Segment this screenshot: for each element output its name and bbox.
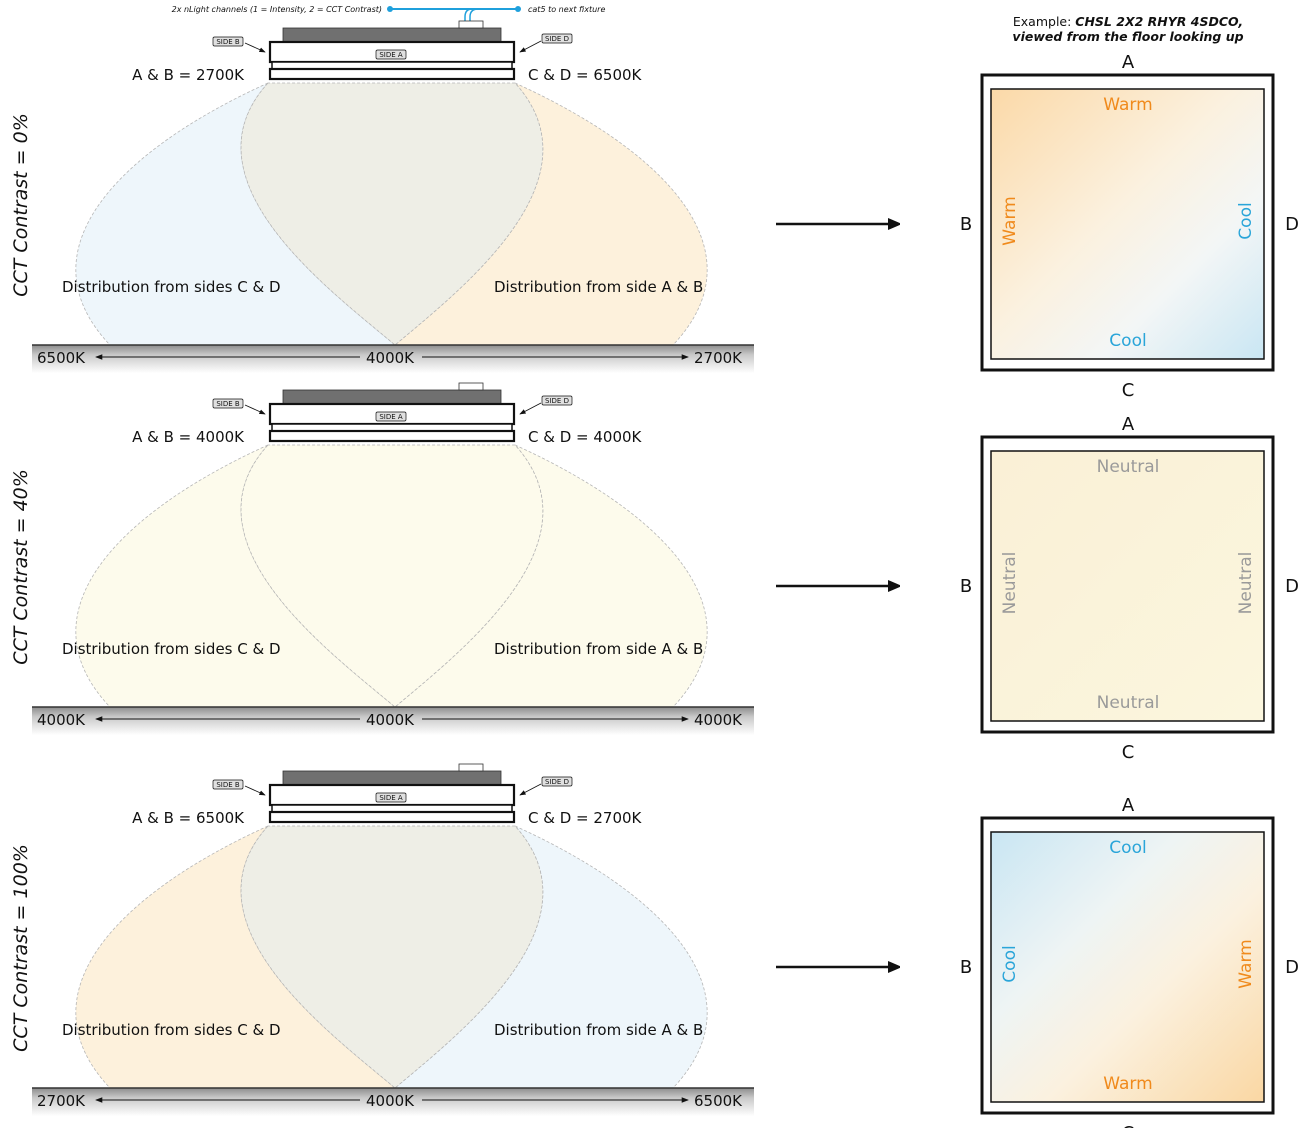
- floor-bar: 4000K 4000K 4000K: [32, 706, 754, 735]
- floor-mid-cct: 4000K: [366, 1092, 415, 1110]
- side-b-letter: B: [960, 576, 972, 597]
- side-d-tag-label: SIDE D: [545, 35, 569, 43]
- side-d-letter: D: [1285, 576, 1299, 597]
- example-prefix: Example:: [1013, 14, 1075, 29]
- side-b-tag-label: SIDE B: [216, 781, 240, 789]
- side-c-letter: C: [1122, 742, 1135, 763]
- panel-right-word: Warm: [1236, 939, 1256, 988]
- channel-header: 2x nLight channels (1 = Intensity, 2 = C…: [172, 5, 605, 26]
- side-d-tag: SIDE D: [541, 776, 573, 787]
- floor-bar: 2700K 4000K 6500K: [32, 1087, 754, 1116]
- side-a-letter: A: [1122, 52, 1135, 73]
- panel-right-word: Neutral: [1236, 552, 1256, 615]
- contrast-row-2: SIDE B SIDE A SIDE D A & B = 4000K C & D = 4…: [10, 382, 1299, 763]
- floor-right-cct: 4000K: [694, 711, 743, 729]
- ceiling-panel: ACBDCoolWarmCoolWarm: [960, 795, 1299, 1128]
- left-cct-label: A & B = 2700K: [132, 66, 245, 84]
- floor-left-cct: 6500K: [37, 349, 86, 367]
- panel-bottom-word: Cool: [1109, 331, 1146, 351]
- cable-end-right: [515, 6, 521, 12]
- floor-bar: 6500K 4000K 2700K: [32, 344, 754, 373]
- distribution-overlap: [240, 82, 543, 346]
- side-a-letter: A: [1122, 414, 1135, 435]
- right-cct-label: C & D = 4000K: [528, 428, 643, 446]
- example-model: CHSL 2X2 RHYR 4SDCO,: [1075, 14, 1243, 29]
- panel-light-field: [990, 831, 1265, 1103]
- panel-right-word: Cool: [1236, 202, 1256, 239]
- connector: [458, 382, 484, 391]
- right-cct-label: C & D = 2700K: [528, 809, 643, 827]
- side-d-tag: SIDE D: [541, 395, 573, 406]
- floor-mid-cct: 4000K: [366, 711, 415, 729]
- connector: [458, 763, 484, 772]
- panel-bottom-word: Neutral: [1097, 693, 1160, 713]
- side-b-tag: SIDE B: [212, 779, 244, 790]
- panel-light-field: [990, 88, 1265, 360]
- svg-text:Example: CHSL 2X2 RHYR 4SDCO,: Example: CHSL 2X2 RHYR 4SDCO,: [1013, 14, 1243, 29]
- side-c-letter: C: [1122, 380, 1135, 401]
- panel-top-word: Warm: [1103, 95, 1152, 115]
- side-a-tag: SIDE A: [375, 411, 407, 422]
- side-b-tag: SIDE B: [212, 36, 244, 47]
- side-d-tag-label: SIDE D: [545, 778, 569, 786]
- distribution-label-right: Distribution from side A & B: [494, 1021, 703, 1039]
- distribution-label-right: Distribution from side A & B: [494, 278, 703, 296]
- side-b-tag-label: SIDE B: [216, 38, 240, 46]
- distribution-label-right: Distribution from side A & B: [494, 640, 703, 658]
- side-d-letter: D: [1285, 957, 1299, 978]
- side-a-tag: SIDE A: [375, 49, 407, 60]
- distribution-overlap: [240, 825, 543, 1089]
- side-b-tag: SIDE B: [212, 398, 244, 409]
- contrast-row-3: SIDE B SIDE A SIDE D A & B = 6500K C & D = 2…: [10, 763, 1299, 1128]
- right-cct-label: C & D = 6500K: [528, 66, 643, 84]
- left-cct-label: A & B = 4000K: [132, 428, 245, 446]
- fixture: [268, 20, 516, 81]
- cable-end-left: [387, 6, 393, 12]
- contrast-label: CCT Contrast = 40%: [10, 469, 32, 665]
- side-a-tag-label: SIDE A: [379, 413, 403, 421]
- contrast-row-1: SIDE B SIDE A SIDE D A & B = 2700K C & D = 6…: [10, 20, 1299, 401]
- floor-right-cct: 2700K: [694, 349, 743, 367]
- connector: [458, 20, 484, 29]
- contrast-label: CCT Contrast = 0%: [10, 113, 32, 297]
- panel-left-word: Neutral: [1000, 552, 1020, 615]
- distribution-label-left: Distribution from sides C & D: [62, 278, 281, 296]
- side-d-letter: D: [1285, 214, 1299, 235]
- channels-note: 2x nLight channels (1 = Intensity, 2 = C…: [172, 5, 382, 14]
- side-a-letter: A: [1122, 795, 1135, 816]
- panel-top-word: Cool: [1109, 838, 1146, 858]
- side-c-letter: C: [1122, 1123, 1135, 1128]
- floor-left-cct: 2700K: [37, 1092, 86, 1110]
- distribution-label-left: Distribution from sides C & D: [62, 1021, 281, 1039]
- side-a-tag: SIDE A: [375, 792, 407, 803]
- floor-left-cct: 4000K: [37, 711, 86, 729]
- floor-mid-cct: 4000K: [366, 349, 415, 367]
- side-a-tag-label: SIDE A: [379, 794, 403, 802]
- panel-light-field: [990, 450, 1265, 722]
- side-a-tag-label: SIDE A: [379, 51, 403, 59]
- panel-bottom-word: Warm: [1103, 1074, 1152, 1094]
- example-view: viewed from the floor looking up: [1012, 29, 1243, 44]
- side-d-tag: SIDE D: [541, 33, 573, 44]
- example-caption: Example: CHSL 2X2 RHYR 4SDCO, viewed fro…: [1012, 14, 1243, 44]
- panel-left-word: Warm: [1000, 196, 1020, 245]
- distribution-overlap: [240, 444, 543, 708]
- side-b-letter: B: [960, 957, 972, 978]
- side-b-letter: B: [960, 214, 972, 235]
- side-b-tag-label: SIDE B: [216, 400, 240, 408]
- panel-top-word: Neutral: [1097, 457, 1160, 477]
- floor-right-cct: 6500K: [694, 1092, 743, 1110]
- side-d-tag-label: SIDE D: [545, 397, 569, 405]
- panel-left-word: Cool: [1000, 945, 1020, 982]
- cat5-note: cat5 to next fixture: [528, 5, 605, 14]
- contrast-label: CCT Contrast = 100%: [10, 844, 32, 1052]
- distribution-label-left: Distribution from sides C & D: [62, 640, 281, 658]
- left-cct-label: A & B = 6500K: [132, 809, 245, 827]
